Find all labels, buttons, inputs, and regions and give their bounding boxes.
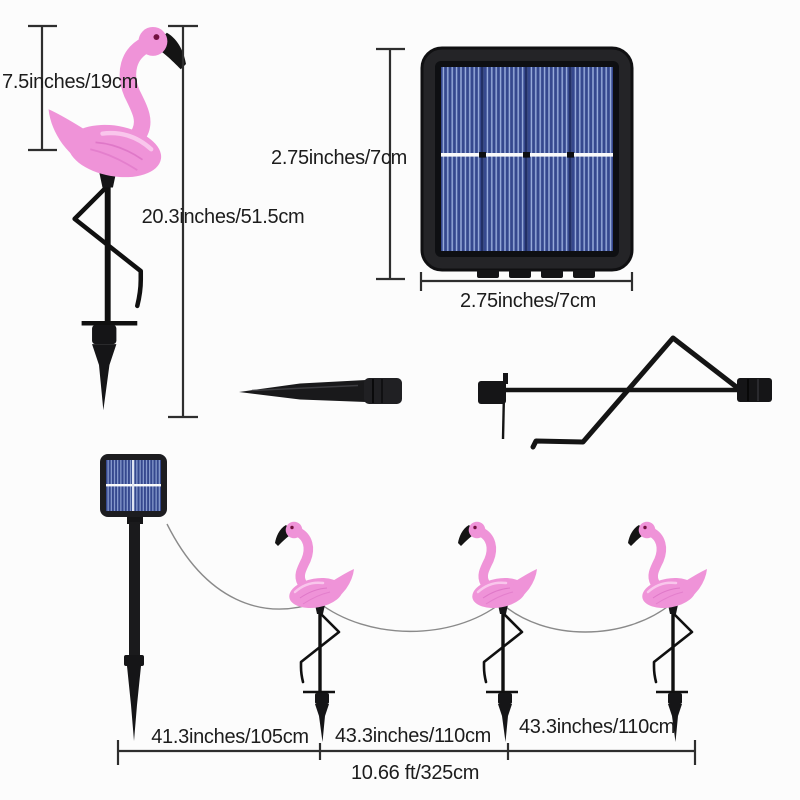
label-flamingo-height: 7.5inches/19cm	[2, 71, 138, 93]
flamingo-stake-light-2	[458, 522, 537, 742]
label-segment-2: 43.3inches/110cm	[334, 725, 492, 747]
label-segment-3: 43.3inches/110cm	[518, 716, 676, 738]
label-total-height: 20.3inches/51.5cm	[141, 206, 305, 228]
dimension-line-spacing	[116, 740, 697, 765]
dimension-line-panel-width	[419, 272, 634, 291]
ground-spike	[239, 378, 402, 404]
label-segment-1: 41.3inches/105cm	[151, 726, 309, 748]
label-total-length: 10.66 ft/325cm	[350, 762, 480, 784]
solar-panel-staked	[100, 454, 167, 741]
dimension-line-total-height	[168, 24, 198, 419]
flamingo-stake-light-3	[628, 522, 707, 742]
flamingo-stake-light-1	[275, 522, 354, 742]
label-panel-width: 2.75inches/7cm	[460, 290, 596, 312]
dimension-line-panel-height	[376, 47, 405, 281]
connecting-wire	[166, 523, 672, 633]
solar-panel-large	[420, 46, 634, 278]
mounting-bracket	[478, 335, 772, 450]
label-panel-height: 2.75inches/7cm	[271, 147, 407, 169]
dimension-line-flamingo-height	[28, 24, 57, 152]
